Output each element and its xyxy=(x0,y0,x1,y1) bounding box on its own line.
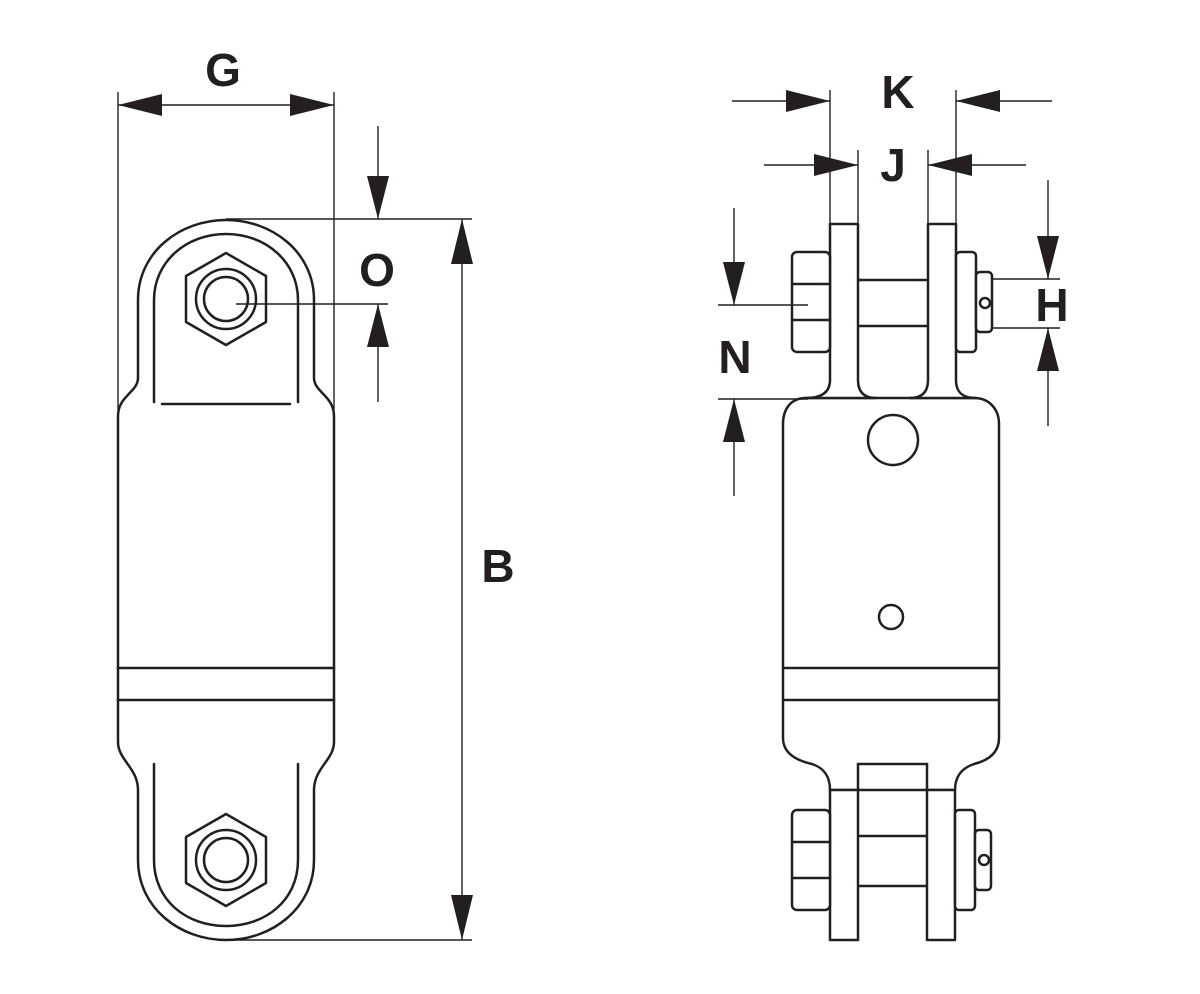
front-view xyxy=(116,218,336,942)
side-view-lower-right-arm xyxy=(925,788,957,942)
dimension-label-g: G xyxy=(205,44,241,96)
dimension-k-arrow-left xyxy=(786,90,830,112)
dimension-k xyxy=(732,90,1052,224)
dimension-label-n: N xyxy=(718,331,752,383)
dimension-h-arrow-top xyxy=(1037,236,1059,279)
dimension-g xyxy=(117,92,335,410)
front-view-top-bolt-inner xyxy=(202,275,250,323)
dimension-n xyxy=(718,208,808,496)
dimension-b xyxy=(226,219,473,941)
dimension-b-arrow-top xyxy=(451,219,473,264)
side-view-lower-washer xyxy=(953,808,977,912)
dimension-label-h: H xyxy=(1035,279,1069,331)
side-view xyxy=(781,222,1001,942)
dimension-label-b: B xyxy=(481,540,515,592)
dimension-j-arrow-left xyxy=(814,154,858,176)
side-view-small-hole xyxy=(877,603,905,631)
side-view-lower-bolt-shank xyxy=(854,834,932,888)
dimension-label-k: K xyxy=(881,66,915,118)
side-view-lower-left-arm xyxy=(828,788,860,942)
dimension-o xyxy=(226,126,472,402)
side-view-upper-hex-nut xyxy=(790,250,832,354)
side-view-lower-cotter-pin xyxy=(977,853,991,867)
side-view-upper-cotter-pin xyxy=(978,296,992,310)
dimension-j xyxy=(764,150,1026,224)
side-view-lower-hex-nut xyxy=(790,808,832,912)
dimension-g-arrow-left xyxy=(118,94,162,116)
dimension-n-arrow-top xyxy=(723,262,745,305)
dimension-o-arrow-bottom xyxy=(367,304,389,347)
side-view-large-hole xyxy=(866,413,920,467)
front-view-upper-eye-contour xyxy=(152,232,300,404)
dimension-b-arrow-bottom xyxy=(451,895,473,940)
side-view-upper-washer xyxy=(954,250,978,354)
dimension-o-arrow-top xyxy=(367,176,389,219)
dimension-g-arrow-right xyxy=(290,94,334,116)
dimension-j-arrow-right xyxy=(928,154,972,176)
front-view-lower-eye-contour xyxy=(152,762,300,928)
side-view-upper-right-arm xyxy=(908,222,978,400)
dimension-h-arrow-bottom xyxy=(1037,328,1059,371)
side-view-upper-bolt-shank xyxy=(854,278,932,328)
dimension-n-arrow-bottom xyxy=(723,399,745,442)
front-view-bottom-bolt-inner xyxy=(202,836,250,884)
dimension-k-arrow-right xyxy=(956,90,1000,112)
dimension-h xyxy=(992,180,1060,426)
dimension-label-j: J xyxy=(880,139,906,191)
side-view-upper-left-arm xyxy=(804,222,878,400)
dimension-label-o: O xyxy=(359,244,395,296)
